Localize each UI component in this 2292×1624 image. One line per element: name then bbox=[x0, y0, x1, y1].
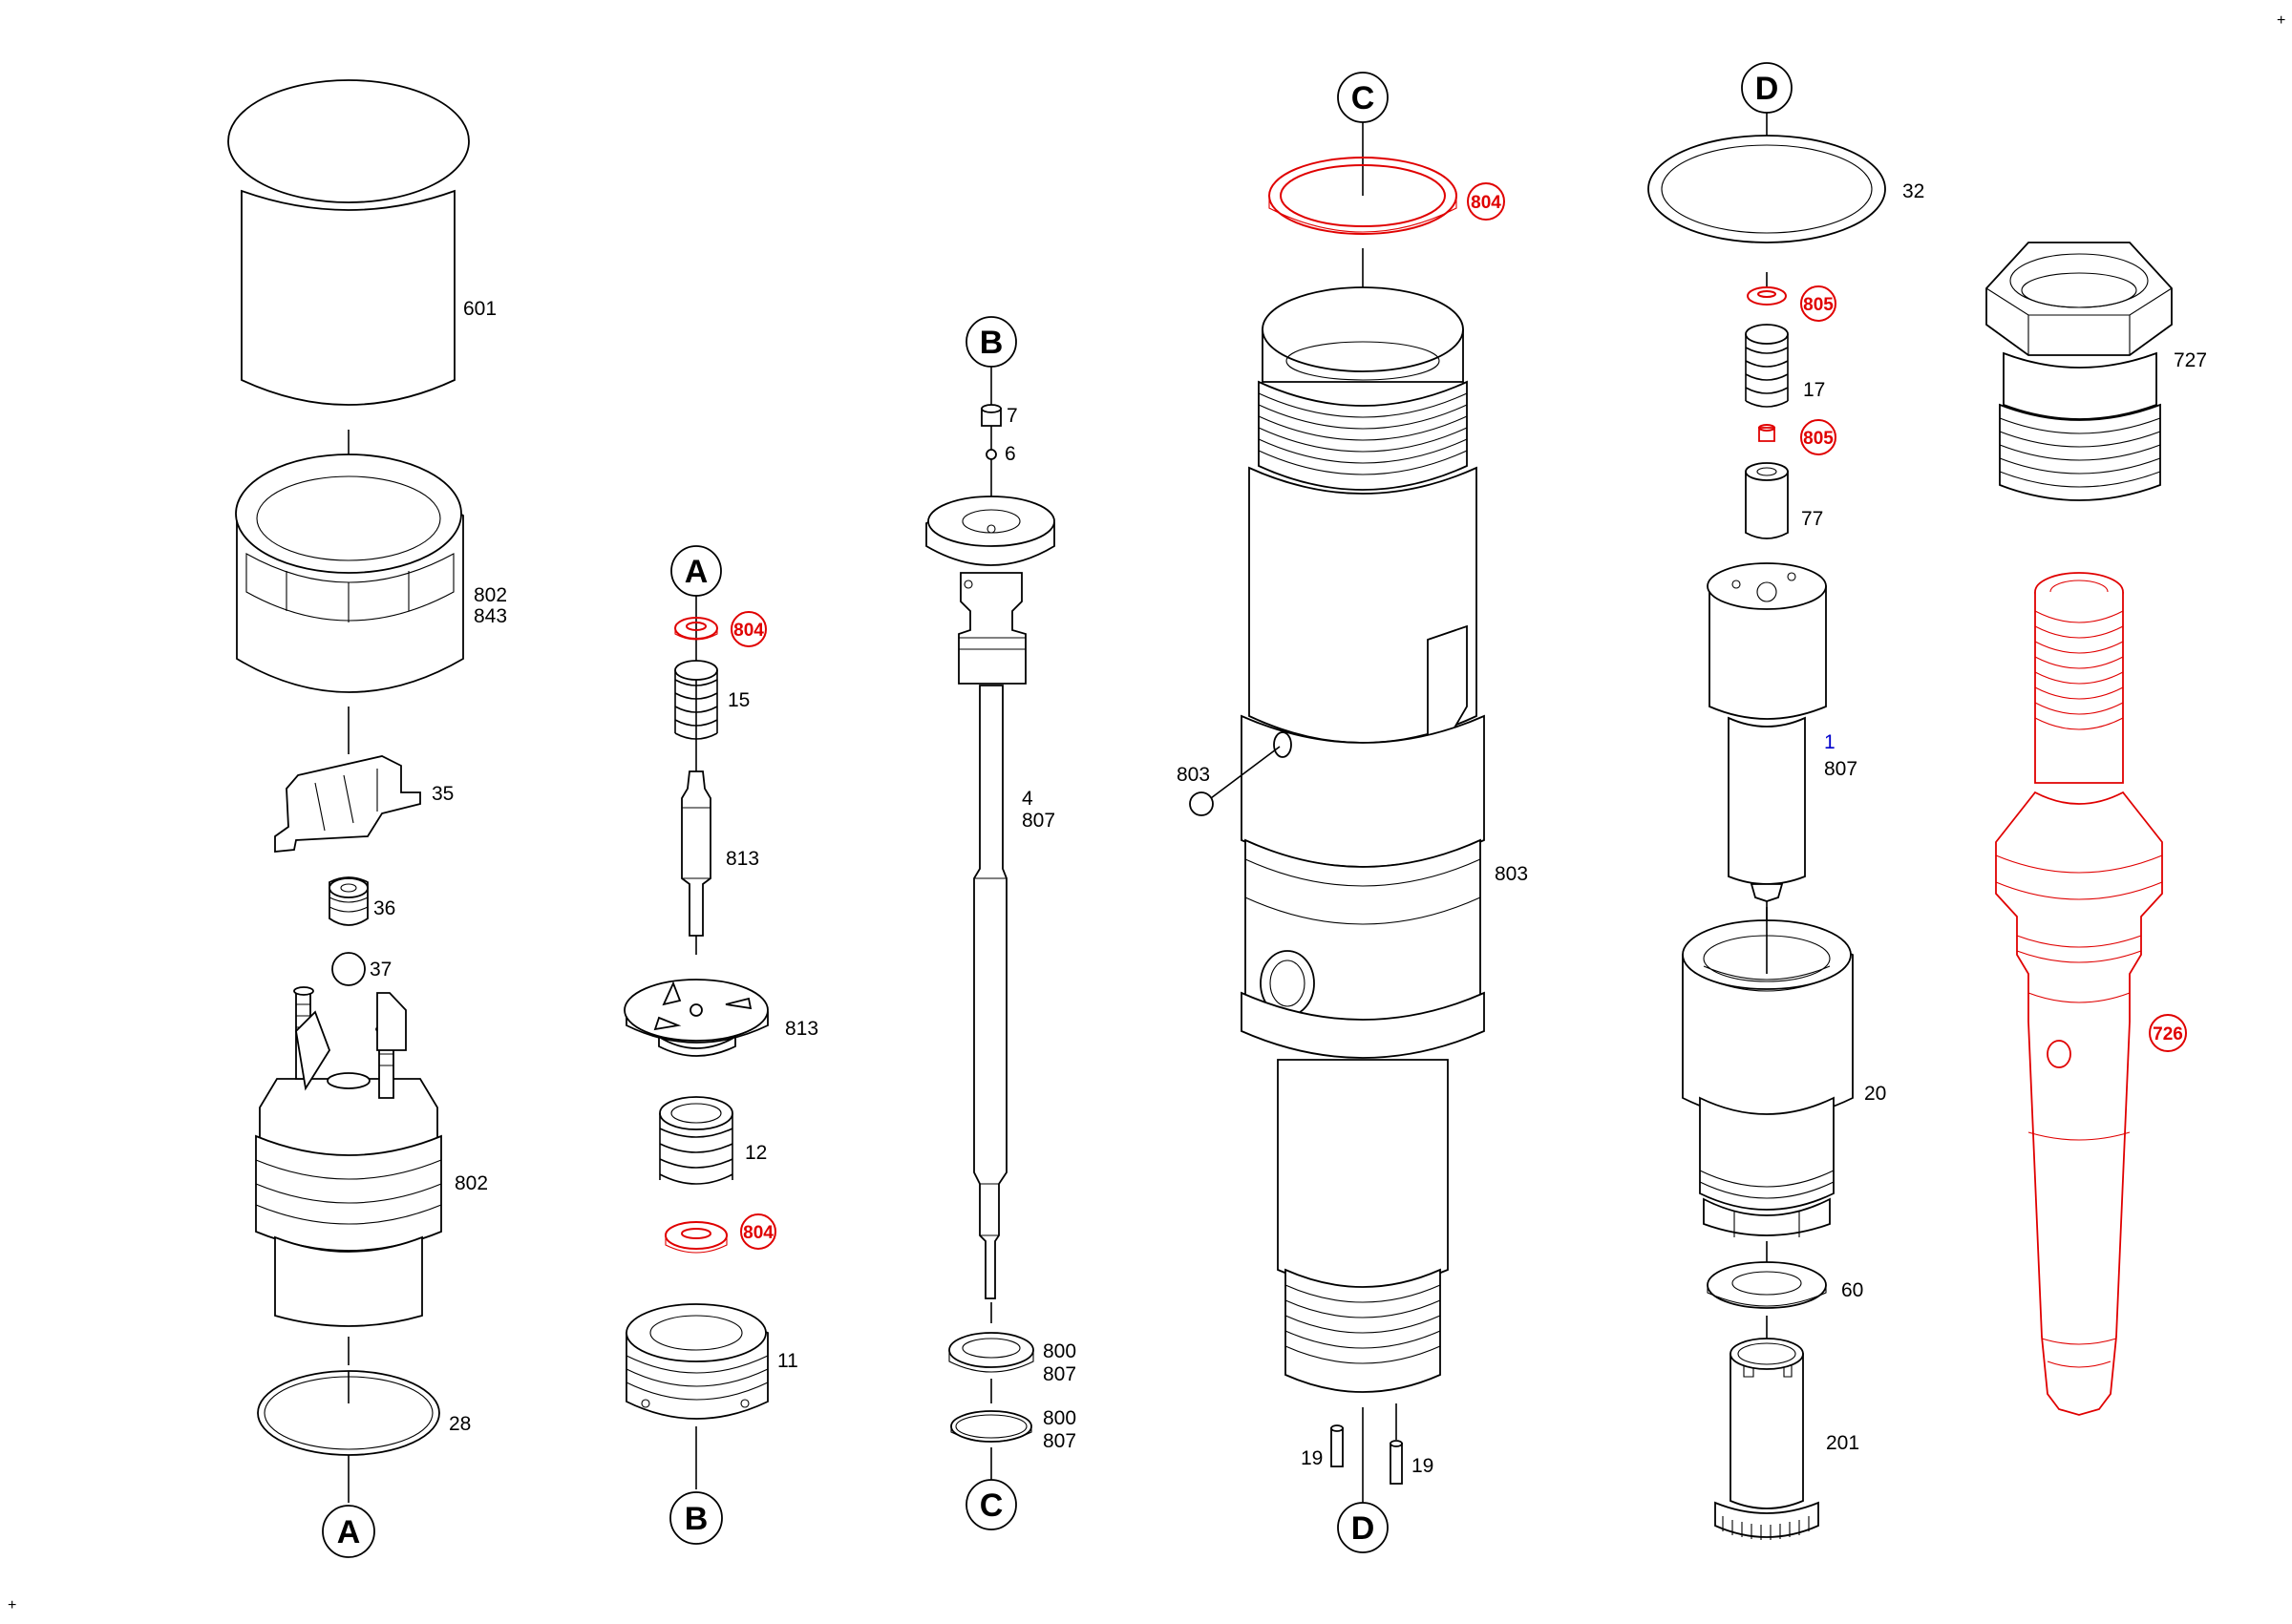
section-marker-a-top[interactable]: A bbox=[670, 545, 722, 597]
section-marker-b-top[interactable]: B bbox=[966, 316, 1017, 368]
label-60: 60 bbox=[1841, 1279, 1863, 1301]
part-19-pin-right[interactable] bbox=[1390, 1403, 1403, 1485]
part-7-pin[interactable] bbox=[981, 404, 1002, 427]
part-4-valve[interactable] bbox=[925, 496, 1055, 1323]
label-807-a: 807 bbox=[1043, 1363, 1076, 1385]
part-11-nut[interactable] bbox=[626, 1303, 769, 1420]
section-marker-c-bottom[interactable]: C bbox=[966, 1479, 1017, 1530]
part-32-ring[interactable] bbox=[1647, 135, 1886, 243]
label-802-body: 802 bbox=[455, 1172, 488, 1194]
label-803-ball: 803 bbox=[1177, 764, 1210, 786]
svg-text:B: B bbox=[685, 1501, 709, 1537]
label-802-top: 802 bbox=[474, 584, 507, 606]
part-6-ball[interactable] bbox=[986, 449, 997, 460]
label-32: 32 bbox=[1902, 180, 1924, 202]
label-807-nozzle: 807 bbox=[1824, 758, 1857, 780]
part-803-ball[interactable] bbox=[1189, 746, 1281, 816]
part-804-shim-a[interactable] bbox=[674, 611, 767, 647]
section-marker-d-top[interactable]: D bbox=[1741, 62, 1793, 114]
corner-mark-top-right: + bbox=[2277, 12, 2285, 29]
label-800-b: 800 bbox=[1043, 1407, 1076, 1429]
part-77-sleeve[interactable] bbox=[1745, 462, 1789, 539]
label-804-c: 804 bbox=[1471, 193, 1501, 213]
label-727: 727 bbox=[2174, 349, 2207, 371]
label-726: 726 bbox=[2153, 1024, 2183, 1044]
label-843: 843 bbox=[474, 605, 507, 627]
label-601: 601 bbox=[463, 298, 497, 320]
label-800-a: 800 bbox=[1043, 1340, 1076, 1362]
part-19-pin-left[interactable] bbox=[1330, 1424, 1344, 1467]
part-727-fitting[interactable] bbox=[1985, 242, 2173, 501]
label-4: 4 bbox=[1022, 788, 1033, 810]
part-805-shim-a[interactable] bbox=[1747, 285, 1836, 322]
svg-text:D: D bbox=[1351, 1510, 1375, 1547]
corner-mark-bottom-left: + bbox=[8, 1597, 16, 1613]
label-813-pin: 813 bbox=[726, 848, 759, 870]
part-601-cap[interactable] bbox=[227, 79, 470, 466]
section-marker-c-top[interactable]: C bbox=[1337, 72, 1389, 123]
label-15: 15 bbox=[728, 689, 750, 711]
label-6: 6 bbox=[1005, 443, 1016, 465]
part-726-pressure-pipe[interactable] bbox=[1995, 572, 2187, 1416]
part-804-shim-b[interactable] bbox=[665, 1213, 776, 1254]
svg-text:A: A bbox=[337, 1514, 361, 1550]
part-813-pin[interactable] bbox=[681, 770, 711, 937]
label-35: 35 bbox=[432, 783, 454, 805]
label-807-valve: 807 bbox=[1022, 810, 1055, 832]
label-20: 20 bbox=[1864, 1083, 1886, 1105]
label-19-right: 19 bbox=[1411, 1455, 1433, 1477]
svg-text:B: B bbox=[980, 325, 1004, 361]
part-37-ball[interactable] bbox=[331, 952, 366, 986]
part-28-oring[interactable] bbox=[257, 1370, 440, 1503]
part-813-plate[interactable] bbox=[624, 979, 769, 1057]
part-802-nut[interactable] bbox=[235, 453, 464, 754]
part-804-ring-c[interactable] bbox=[1268, 157, 1505, 235]
label-19-left: 19 bbox=[1301, 1447, 1323, 1469]
label-804-b: 804 bbox=[743, 1223, 774, 1243]
section-marker-b-bottom[interactable]: B bbox=[669, 1491, 723, 1545]
svg-text:C: C bbox=[980, 1487, 1004, 1524]
svg-text:C: C bbox=[1351, 80, 1375, 116]
part-35-clip[interactable] bbox=[274, 755, 421, 853]
label-36: 36 bbox=[373, 897, 395, 919]
part-800-ring-b[interactable] bbox=[950, 1410, 1032, 1480]
label-201: 201 bbox=[1826, 1432, 1859, 1454]
label-1: 1 bbox=[1824, 731, 1836, 753]
part-12-spring[interactable] bbox=[659, 1096, 733, 1185]
label-77: 77 bbox=[1801, 508, 1823, 530]
label-803-body: 803 bbox=[1495, 863, 1528, 885]
part-800-ring-a[interactable] bbox=[948, 1332, 1034, 1403]
label-28: 28 bbox=[449, 1413, 471, 1435]
label-12: 12 bbox=[745, 1142, 767, 1164]
part-802-body[interactable] bbox=[255, 986, 442, 1365]
svg-text:D: D bbox=[1755, 71, 1779, 107]
part-805-shim-b[interactable] bbox=[1758, 419, 1836, 455]
part-803-injector-body[interactable] bbox=[1241, 286, 1485, 1503]
label-17: 17 bbox=[1803, 379, 1825, 401]
part-15-spring[interactable] bbox=[674, 660, 718, 740]
label-807-b: 807 bbox=[1043, 1430, 1076, 1452]
section-marker-a-bottom[interactable]: A bbox=[322, 1505, 375, 1558]
label-804-a: 804 bbox=[733, 621, 764, 641]
label-813-plate: 813 bbox=[785, 1018, 818, 1040]
label-805-b: 805 bbox=[1803, 429, 1834, 449]
part-807-nozzle[interactable] bbox=[1707, 562, 1827, 926]
part-20-nut[interactable] bbox=[1682, 907, 1854, 1270]
part-60-washer[interactable] bbox=[1707, 1261, 1827, 1342]
part-36-screw[interactable] bbox=[329, 876, 369, 926]
part-17-spring[interactable] bbox=[1745, 324, 1789, 408]
label-11: 11 bbox=[777, 1350, 798, 1372]
part-201-sleeve[interactable] bbox=[1714, 1338, 1819, 1540]
label-37: 37 bbox=[370, 959, 392, 981]
section-marker-d-bottom[interactable]: D bbox=[1337, 1502, 1389, 1553]
label-7: 7 bbox=[1007, 405, 1018, 427]
svg-text:A: A bbox=[685, 554, 709, 590]
label-805-a: 805 bbox=[1803, 295, 1834, 315]
